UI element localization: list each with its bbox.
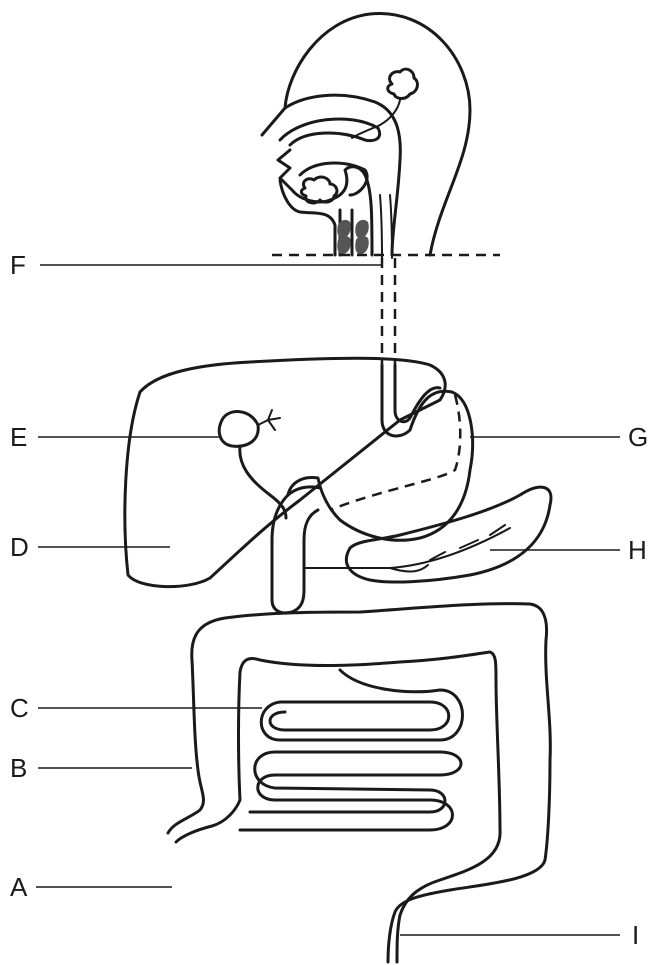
larynx-lower xyxy=(337,236,351,254)
jaw xyxy=(280,180,335,255)
thyroid-lower xyxy=(355,236,369,254)
label-h: H xyxy=(628,537,647,563)
liver xyxy=(125,358,445,586)
bile-duct-branches xyxy=(258,410,280,430)
label-f: F xyxy=(10,252,26,278)
label-a: A xyxy=(10,874,27,900)
salivary-gland-upper xyxy=(388,69,418,98)
thyroid-upper xyxy=(355,220,369,238)
head xyxy=(262,14,470,258)
label-b: B xyxy=(10,755,27,781)
label-d: D xyxy=(10,534,29,560)
large-intestine xyxy=(168,604,550,962)
salivary-gland-lower xyxy=(301,177,337,203)
label-c: C xyxy=(10,695,29,721)
label-e: E xyxy=(10,424,27,450)
esophagus-upper xyxy=(380,195,392,258)
gallbladder xyxy=(219,412,258,447)
label-i: I xyxy=(632,922,639,948)
duodenum-inner xyxy=(288,487,320,495)
small-intestine xyxy=(240,670,463,830)
stomach xyxy=(288,365,473,540)
label-g: G xyxy=(628,424,648,450)
head-outline xyxy=(262,14,470,255)
duodenum xyxy=(272,495,318,613)
large-intestine-inner xyxy=(176,652,500,962)
